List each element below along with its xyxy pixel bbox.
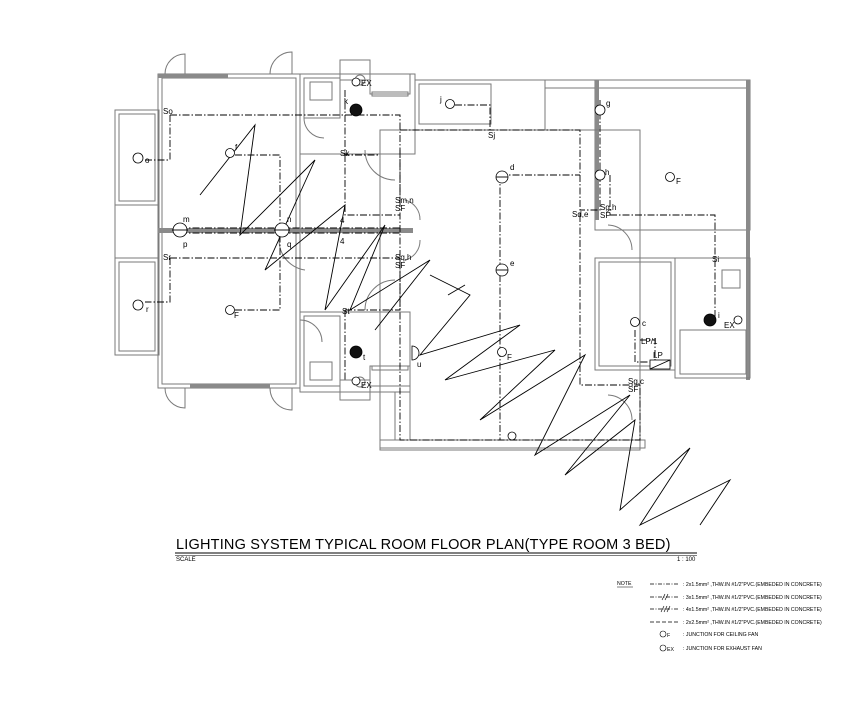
label-f1: f — [235, 143, 238, 152]
label-ex-bottom: EX — [361, 381, 372, 390]
label-u: u — [417, 360, 421, 369]
scale-label: SCALE — [176, 557, 196, 563]
exhaust-fan-icon — [659, 644, 667, 652]
fixture-g — [594, 104, 606, 116]
label-fan-b2: F — [234, 311, 239, 320]
label-k: k — [344, 97, 349, 106]
label-n: n — [287, 215, 291, 224]
note-item-5-symbol: F — [667, 633, 670, 639]
note-item-3: : 4x1.5mm² ,THW.IN #1/2"PVC.(EMBEDED IN … — [683, 607, 822, 613]
label-o: o — [145, 156, 150, 165]
fixture-r — [132, 299, 144, 311]
label-sde: Sd,e — [572, 210, 589, 219]
label-sk: Sk — [340, 149, 350, 158]
fixture-d — [495, 170, 509, 184]
fixture-m — [172, 222, 188, 238]
note-item-1: : 2x1.5mm² ,THW.IN #1/2"PVC.(EMBEDED IN … — [683, 582, 822, 588]
fixture-j — [445, 99, 455, 109]
note-item-6: : JUNCTION FOR EXHAUST FAN — [683, 646, 762, 652]
label-g: g — [606, 99, 610, 108]
wall-light-q — [411, 345, 420, 361]
label-q: q — [287, 240, 291, 249]
drawing-title: LIGHTING SYSTEM TYPICAL ROOM FLOOR PLAN(… — [176, 537, 671, 553]
scale-value: 1 : 100 — [677, 557, 696, 563]
label-si: Si — [712, 255, 719, 264]
fixture-c — [630, 317, 640, 327]
label-sf-4: SF — [628, 385, 638, 394]
label-r: r — [146, 305, 149, 314]
fixture-n — [274, 222, 290, 238]
fixture-labels: So o f m n p q 4 4 Sr r F Sk k EX Sm,n S… — [145, 79, 735, 394]
label-sf-1: SF — [395, 204, 405, 213]
note-item-4: : 2x2.5mm² ,THW.IN #1/2"PVC.(EMBEDED IN … — [683, 620, 822, 626]
label-d: d — [510, 163, 514, 172]
label-sr: Sr — [163, 253, 171, 262]
wall-light-s — [507, 431, 517, 441]
label-t: t — [363, 353, 366, 362]
note-item-6-symbol: EX — [667, 647, 674, 653]
label-sqh: Sq,h — [395, 253, 411, 262]
label-lp: LP — [653, 351, 663, 360]
ceiling-fan-icon — [659, 630, 667, 638]
label-sgh: Sg,h — [600, 203, 616, 212]
lighting-panel — [649, 359, 671, 370]
label-so: So — [163, 107, 173, 116]
fixture-h — [594, 169, 606, 181]
fixture-o — [132, 152, 144, 164]
fixture-fan-living — [497, 347, 507, 357]
wiring-circuits — [145, 90, 716, 441]
label-st: St — [342, 307, 350, 316]
label-four-bottom: 4 — [340, 237, 345, 246]
label-four-top: 4 — [340, 216, 345, 225]
label-i: i — [718, 311, 720, 320]
drawing-title-block: LIGHTING SYSTEM TYPICAL ROOM FLOOR PLAN(… — [175, 537, 697, 563]
label-sf-3: SF — [600, 211, 610, 220]
fixture-e — [495, 263, 509, 277]
fixture-t — [349, 345, 363, 359]
label-m: m — [183, 215, 190, 224]
label-fan-living: F — [507, 353, 512, 362]
light-fixtures — [132, 77, 743, 441]
note-item-2: : 3x1.5mm² ,THW.IN #1/2"PVC.(EMBEDED IN … — [683, 595, 822, 601]
label-c: c — [642, 319, 646, 328]
label-ex-right: EX — [724, 321, 735, 330]
label-sgc: Sg,c — [628, 377, 644, 386]
walls — [114, 51, 751, 451]
fixture-ex-bottom — [351, 376, 361, 386]
label-sf-2: SF — [395, 261, 405, 270]
fixture-k — [349, 103, 363, 117]
label-e: e — [510, 259, 515, 268]
fixture-fan-bedroom3 — [665, 172, 675, 182]
legend-notes: NOTE : 2x1.5mm² ,THW.IN #1/2"PVC.(EMBEDE… — [617, 581, 822, 653]
label-h: h — [605, 168, 609, 177]
fixture-f1 — [225, 148, 235, 158]
label-ex-top: EX — [361, 79, 372, 88]
fixture-i — [703, 313, 717, 327]
notes-heading: NOTE — [617, 581, 632, 587]
home-run-lines — [199, 123, 732, 527]
fixture-ex-right — [733, 315, 743, 325]
fixture-fan-bedroom2 — [225, 305, 235, 315]
note-item-5: : JUNCTION FOR CEILING FAN — [683, 632, 758, 638]
label-smn: Sm,n — [395, 196, 414, 205]
label-p: p — [183, 240, 188, 249]
label-lp1: LP/1 — [641, 337, 658, 346]
fixture-ex-top — [351, 77, 361, 87]
label-j: j — [439, 95, 442, 104]
label-sj: Sj — [488, 131, 495, 140]
label-fan-b3: F — [676, 177, 681, 186]
